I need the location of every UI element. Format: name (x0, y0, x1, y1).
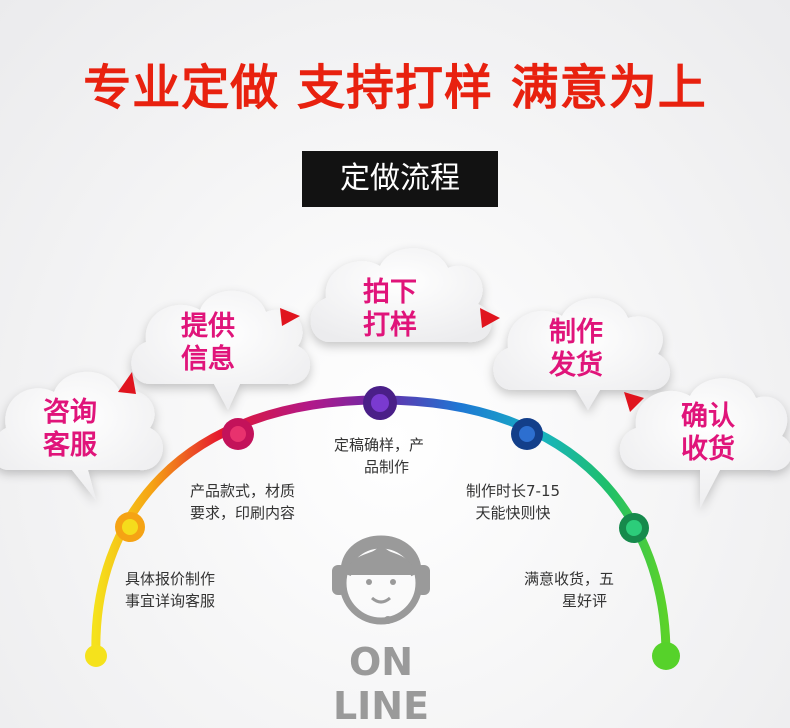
step-5-desc-line2: 星好评 (562, 592, 608, 610)
step-1-title: 咨询 客服 (30, 396, 110, 462)
online-logo-text: ON LINE (332, 640, 430, 728)
arrow-4 (624, 392, 644, 412)
step-5-title-line2: 收货 (681, 434, 735, 465)
step-5-title: 确认 收货 (668, 400, 748, 466)
step-4-desc: 制作时长7-15 天能快则快 (466, 480, 560, 524)
step-2-desc: 产品款式，材质 要求，印刷内容 (190, 480, 295, 524)
step-1-desc-line1: 具体报价制作 (125, 570, 216, 588)
step-1-title-line2: 客服 (43, 430, 97, 461)
step-2-desc-line2: 要求，印刷内容 (190, 504, 296, 522)
step-3-title-line1: 拍下 (363, 277, 417, 308)
step-3-desc: 定稿确样，产 品制作 (334, 434, 424, 478)
arc-end-dot (652, 642, 680, 670)
step-2-desc-line1: 产品款式，材质 (190, 482, 296, 500)
step-node-1 (115, 512, 145, 542)
cloud-5 (620, 378, 790, 508)
step-node-3 (363, 386, 397, 420)
cloud-4 (493, 298, 671, 410)
step-3-title: 拍下 打样 (350, 276, 430, 342)
step-2-title-line1: 提供 (181, 311, 235, 342)
arrow-2 (280, 308, 300, 326)
step-1-desc: 具体报价制作 事宜详询客服 (125, 568, 215, 612)
step-5-desc: 满意收货，五 星好评 (524, 568, 614, 612)
step-2-title-line2: 信息 (181, 344, 235, 375)
headset-person-icon (332, 535, 430, 625)
step-3-desc-line1: 定稿确样，产 (334, 436, 425, 454)
step-2-title: 提供 信息 (168, 310, 248, 376)
step-4-title-line1: 制作 (549, 317, 603, 348)
step-5-title-line1: 确认 (681, 401, 735, 432)
step-node-2 (222, 418, 254, 450)
cloud-3 (310, 248, 492, 343)
step-5-desc-line1: 满意收货，五 (524, 570, 615, 588)
cloud-2 (131, 290, 311, 410)
step-3-desc-line2: 品制作 (364, 458, 410, 476)
step-1-title-line1: 咨询 (43, 397, 97, 428)
step-4-desc-line2: 天能快则快 (475, 504, 551, 522)
step-node-5 (619, 513, 649, 543)
arrow-3 (480, 308, 500, 328)
arrow-1 (118, 372, 136, 394)
step-4-desc-line1: 制作时长7-15 (466, 482, 561, 500)
step-4-title: 制作 发货 (536, 316, 616, 382)
subtitle-badge: 定做流程 (302, 151, 498, 207)
headline: 专业定做 支持打样 满意为上 (83, 60, 707, 116)
cloud-1 (0, 371, 163, 500)
step-node-4 (511, 418, 543, 450)
step-3-title-line2: 打样 (363, 310, 417, 341)
step-1-desc-line2: 事宜详询客服 (125, 592, 216, 610)
arc-start-dot (85, 645, 107, 667)
step-4-title-line2: 发货 (549, 350, 603, 381)
